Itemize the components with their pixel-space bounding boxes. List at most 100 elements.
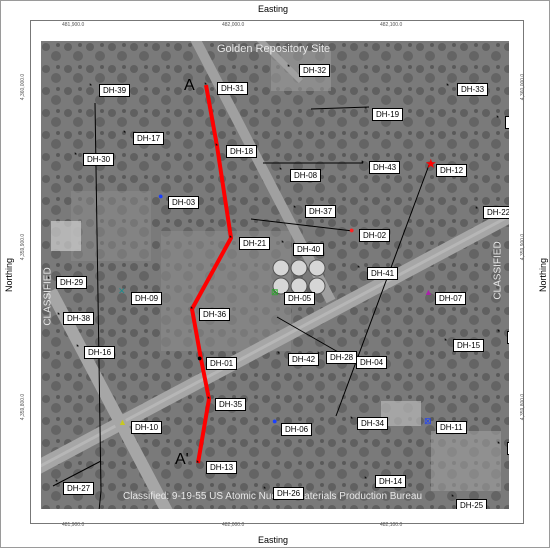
- well-marker-dh-31[interactable]: ◔: [202, 79, 208, 89]
- well-label-dh-07[interactable]: DH-07: [435, 292, 467, 305]
- well-label-dh-38[interactable]: DH-38: [63, 312, 95, 325]
- well-marker-dh-14[interactable]: ◔: [362, 473, 368, 483]
- well-marker-dh-29[interactable]: ◔: [45, 273, 51, 283]
- well-marker-dh-10[interactable]: ▲: [118, 417, 127, 427]
- well-marker-dh-09[interactable]: ✕: [118, 286, 126, 296]
- well-label-dh-04[interactable]: DH-04: [356, 356, 388, 369]
- well-label-dh-39[interactable]: DH-39: [99, 84, 131, 97]
- well-marker-dh-03[interactable]: ●: [158, 191, 164, 201]
- well-marker-dh-24[interactable]: ◔: [495, 438, 501, 448]
- y-tick-right-3: 4,359,800.0: [520, 393, 527, 421]
- well-marker-dh-12[interactable]: ★: [425, 156, 437, 171]
- well-label-dh-40[interactable]: DH-40: [293, 243, 325, 256]
- well-marker-dh-23[interactable]: ◔: [495, 326, 501, 336]
- well-label-dh-27[interactable]: DH-27: [63, 482, 95, 495]
- well-label-dh-31[interactable]: DH-31: [217, 82, 249, 95]
- well-label-dh-34[interactable]: DH-34: [357, 417, 389, 430]
- well-label-dh-09[interactable]: DH-09: [131, 292, 163, 305]
- well-marker-dh-22[interactable]: ◔: [473, 203, 479, 213]
- well-label-dh-28[interactable]: DH-28: [326, 351, 358, 364]
- well-label-dh-05[interactable]: DH-05: [284, 292, 316, 305]
- well-marker-dh-32[interactable]: ◔: [285, 61, 291, 71]
- well-label-dh-12[interactable]: DH-12: [436, 164, 468, 177]
- well-label-dh-35[interactable]: DH-35: [215, 398, 247, 411]
- y-tick-right-1: 4,360,000.0: [520, 73, 527, 101]
- well-marker-dh-40[interactable]: ◔: [279, 237, 285, 247]
- x-tick-bottom-1: 481,900.0: [62, 522, 85, 528]
- well-label-dh-29[interactable]: DH-29: [56, 276, 88, 289]
- well-marker-dh-08[interactable]: ◔: [277, 164, 283, 174]
- well-label-dh-02[interactable]: DH-02: [359, 229, 391, 242]
- well-marker-dh-21[interactable]: ◔: [227, 232, 233, 242]
- well-label-dh-41[interactable]: DH-41: [367, 267, 399, 280]
- section-start-label: A: [184, 77, 195, 94]
- well-marker-dh-18[interactable]: ◔: [213, 140, 219, 150]
- well-marker-dh-01[interactable]: ●: [197, 353, 203, 363]
- y-tick-right-2: 4,359,900.0: [520, 233, 527, 261]
- well-label-dh-16[interactable]: DH-16: [84, 346, 116, 359]
- well-label-dh-14[interactable]: DH-14: [375, 475, 407, 488]
- well-marker-dh-20[interactable]: ◔: [494, 112, 500, 122]
- well-label-dh-13[interactable]: DH-13: [206, 461, 238, 474]
- x-tick-bottom-2: 482,000.0: [222, 522, 245, 528]
- well-label-dh-22[interactable]: DH-22: [483, 206, 509, 219]
- well-label-dh-17[interactable]: DH-17: [133, 132, 165, 145]
- well-label-dh-15[interactable]: DH-15: [453, 339, 485, 352]
- well-marker-dh-07[interactable]: ▲: [424, 287, 433, 297]
- well-marker-dh-34[interactable]: ◔: [348, 413, 354, 423]
- well-label-dh-18[interactable]: DH-18: [226, 145, 258, 158]
- well-marker-dh-33[interactable]: ◔: [444, 80, 450, 90]
- well-marker-dh-25[interactable]: ◔: [449, 491, 455, 501]
- well-marker-dh-11[interactable]: ⊠: [424, 416, 432, 426]
- well-label-dh-20[interactable]: DH-20: [505, 116, 509, 129]
- well-label-dh-25[interactable]: DH-25: [456, 499, 488, 509]
- well-marker-dh-35[interactable]: ◔: [205, 393, 211, 403]
- site-title: Golden Repository Site: [217, 43, 331, 55]
- well-label-dh-37[interactable]: DH-37: [305, 205, 337, 218]
- well-marker-dh-26[interactable]: ◔: [261, 483, 267, 493]
- x-tick-top-2: 482,000.0: [222, 22, 245, 28]
- well-marker-dh-39[interactable]: ◔: [87, 80, 93, 90]
- well-marker-dh-30[interactable]: ◔: [72, 149, 78, 159]
- well-marker-dh-27[interactable]: ◔: [53, 476, 59, 486]
- well-marker-dh-28[interactable]: ◔: [315, 348, 321, 358]
- well-marker-dh-05[interactable]: ⊠: [271, 287, 279, 297]
- well-label-dh-42[interactable]: DH-42: [288, 353, 320, 366]
- well-marker-dh-37[interactable]: ◔: [291, 202, 297, 212]
- well-marker-dh-06[interactable]: ●: [272, 416, 278, 426]
- well-label-dh-10[interactable]: DH-10: [131, 421, 163, 434]
- well-marker-dh-02[interactable]: ●: [349, 225, 355, 235]
- well-label-dh-19[interactable]: DH-19: [372, 108, 404, 121]
- well-label-dh-01[interactable]: DH-01: [206, 357, 238, 370]
- x-axis-title-bottom: Easting: [258, 535, 289, 545]
- well-label-dh-33[interactable]: DH-33: [457, 83, 489, 96]
- well-marker-dh-36[interactable]: ◔: [188, 303, 194, 313]
- well-marker-dh-19[interactable]: ◔: [362, 103, 368, 113]
- well-marker-dh-43[interactable]: ◔: [359, 157, 365, 167]
- y-axis-title-left: Northing: [4, 257, 15, 293]
- well-label-dh-06[interactable]: DH-06: [281, 423, 313, 436]
- well-label-dh-23[interactable]: DH-23: [507, 331, 509, 344]
- well-marker-dh-16[interactable]: ◔: [74, 341, 80, 351]
- well-marker-dh-41[interactable]: ◔: [355, 262, 361, 272]
- cross-section-line[interactable]: [190, 84, 233, 464]
- well-label-dh-26[interactable]: DH-26: [273, 487, 305, 500]
- well-marker-dh-38[interactable]: ◔: [55, 309, 61, 319]
- section-line-layer: [190, 84, 233, 464]
- well-marker-dh-13[interactable]: ◔: [194, 457, 200, 467]
- well-label-dh-43[interactable]: DH-43: [369, 161, 401, 174]
- well-marker-dh-42[interactable]: ◔: [275, 348, 281, 358]
- well-label-dh-21[interactable]: DH-21: [239, 237, 271, 250]
- aerial-map[interactable]: Golden Repository Site Classified: 9-19-…: [41, 41, 509, 509]
- well-label-dh-24[interactable]: DH-24: [507, 442, 509, 455]
- well-label-dh-36[interactable]: DH-36: [199, 308, 231, 321]
- section-end-label: A': [175, 451, 189, 468]
- well-marker-dh-17[interactable]: ◔: [121, 127, 127, 137]
- well-marker-dh-15[interactable]: ◔: [442, 335, 448, 345]
- well-label-dh-30[interactable]: DH-30: [83, 153, 115, 166]
- well-label-dh-32[interactable]: DH-32: [299, 64, 331, 77]
- well-label-dh-03[interactable]: DH-03: [168, 196, 200, 209]
- well-label-dh-08[interactable]: DH-08: [290, 169, 322, 182]
- well-label-dh-11[interactable]: DH-11: [436, 421, 467, 434]
- y-tick-left-2: 4,359,900.0: [20, 233, 27, 261]
